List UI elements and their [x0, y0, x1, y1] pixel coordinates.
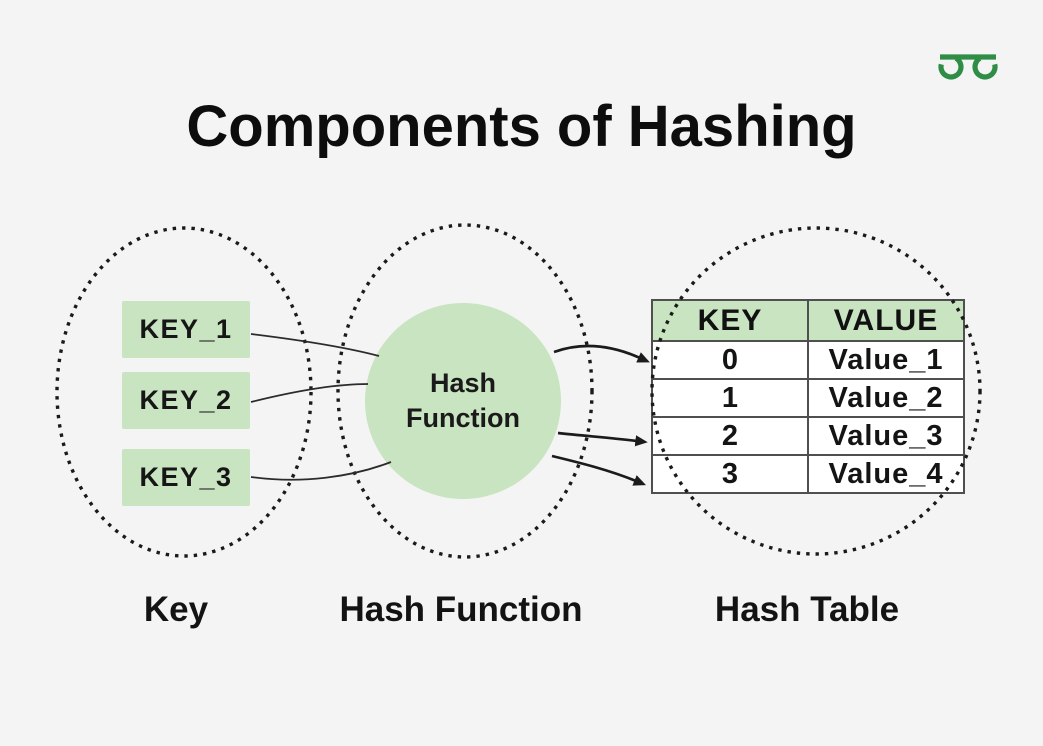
hash-table-header-row: KEY VALUE: [651, 299, 965, 342]
page-title: Components of Hashing: [186, 94, 857, 159]
key-3-label: KEY_3: [139, 462, 233, 492]
table-row: 1 Value_2: [651, 378, 965, 418]
key-1-box: KEY_1: [122, 301, 250, 358]
hash-function-caption: Hash Function: [339, 590, 583, 629]
hash-table-key-0: 0: [651, 340, 809, 380]
table-row: 0 Value_1: [651, 340, 965, 380]
key-2-box: KEY_2: [122, 372, 250, 429]
hash-to-row0-arrow: [553, 344, 650, 363]
table-row: 2 Value_3: [651, 416, 965, 456]
hash-table: KEY VALUE 0 Value_1 1 Value_2 2 Value_3 …: [651, 299, 965, 494]
key1-to-hash-line: [250, 333, 380, 357]
hash-table-key-2: 2: [651, 416, 809, 456]
hash-table-value-4: Value_4: [807, 454, 965, 494]
hash-table-header-key: KEY: [651, 299, 809, 342]
table-row: 3 Value_4: [651, 454, 965, 494]
hash-function-circle-line2: Function: [406, 403, 520, 433]
hash-to-row2-arrow: [557, 431, 648, 447]
hash-table-value-1: Value_1: [807, 340, 965, 380]
hash-table-header-value: VALUE: [807, 299, 965, 342]
key-1-label: KEY_1: [139, 314, 233, 344]
hash-table-key-3: 3: [651, 454, 809, 494]
hash-table-caption: Hash Table: [714, 590, 900, 629]
hash-to-row3-arrow: [551, 454, 647, 486]
hash-table-value-3: Value_3: [807, 416, 965, 456]
key3-to-hash-line: [250, 461, 392, 481]
hash-table-value-2: Value_2: [807, 378, 965, 418]
geeksforgeeks-logo-icon: [938, 54, 998, 80]
key-3-box: KEY_3: [122, 449, 250, 506]
hash-function-circle: Hash Function: [365, 303, 561, 499]
key-2-label: KEY_2: [139, 385, 233, 415]
key-caption: Key: [143, 590, 209, 629]
hash-function-circle-line1: Hash: [429, 368, 497, 398]
key2-to-hash-line: [250, 383, 369, 403]
hash-table-key-1: 1: [651, 378, 809, 418]
